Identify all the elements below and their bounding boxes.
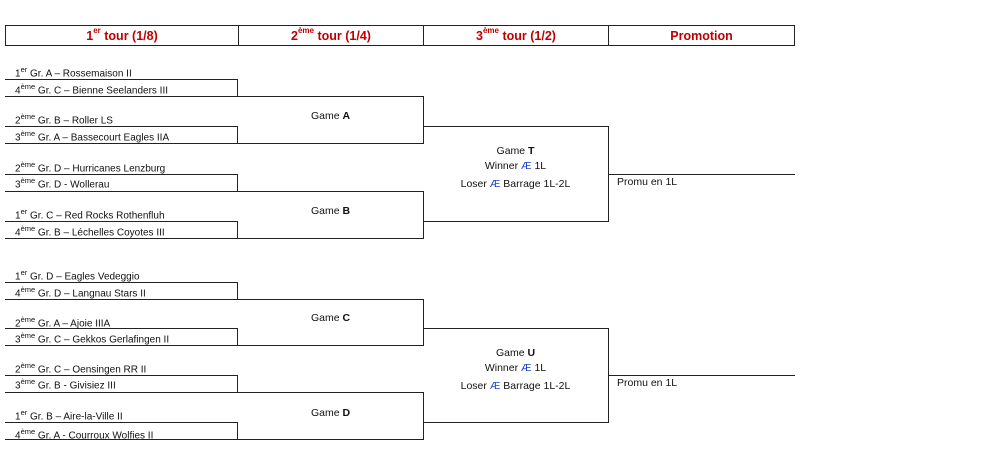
game-u-loser: Loser Æ Barrage 1L-2L bbox=[460, 380, 571, 392]
team-slot-12: 3ème Gr. C – Gekkos Gerlafingen II bbox=[15, 331, 170, 346]
bracket-line bbox=[608, 375, 795, 376]
header-text: 2ème tour (1/4) bbox=[291, 25, 371, 44]
bracket-line bbox=[238, 143, 424, 144]
team-slot-11: 2ème Gr. A – Ajoie IIIA bbox=[15, 315, 111, 330]
bracket-line bbox=[5, 282, 238, 283]
arrow-icon: Æ bbox=[489, 380, 501, 392]
game-u-winner: Winner Æ 1L bbox=[484, 362, 547, 374]
arrow-icon: Æ bbox=[489, 178, 501, 190]
promotion-label-2: Promu en 1L bbox=[617, 377, 678, 389]
team-slot-2: 4ème Gr. C – Bienne Seelanders III bbox=[15, 82, 169, 97]
bracket-line bbox=[238, 299, 424, 300]
bracket-line bbox=[5, 439, 238, 440]
bracket-line bbox=[237, 79, 238, 96]
promotion-label-1: Promu en 1L bbox=[617, 176, 678, 188]
bracket-line bbox=[237, 126, 238, 143]
team-slot-15: 1er Gr. B – Aire-la-Ville II bbox=[15, 408, 123, 423]
team-slot-3: 2ème Gr. B – Roller LS bbox=[15, 112, 113, 127]
team-slot-16: 4ème Gr. A - Courroux Wolfies II bbox=[15, 427, 154, 442]
team-slot-4: 3ème Gr. A – Bassecourt Eagles IIA bbox=[15, 129, 170, 144]
bracket-line bbox=[423, 191, 424, 238]
team-slot-10: 4ème Gr. D – Langnau Stars II bbox=[15, 285, 146, 300]
team-slot-14: 3ème Gr. B - Givisiez III bbox=[15, 377, 116, 392]
bracket-line bbox=[423, 96, 424, 143]
bracket-line bbox=[5, 375, 238, 376]
game-d-label: Game D bbox=[310, 407, 351, 419]
bracket-line bbox=[423, 392, 424, 439]
bracket-line bbox=[5, 174, 238, 175]
bracket-line bbox=[237, 375, 238, 392]
bracket-line bbox=[238, 96, 424, 97]
bracket-line bbox=[608, 126, 609, 221]
bracket-line bbox=[423, 221, 609, 222]
header-promotion: Promotion bbox=[608, 25, 795, 46]
bracket-line bbox=[5, 79, 238, 80]
header-text: 3ème tour (1/2) bbox=[476, 25, 556, 44]
team-slot-5: 2ème Gr. D – Hurricanes Lenzburg bbox=[15, 160, 166, 175]
bracket-line bbox=[237, 328, 238, 345]
bracket-line bbox=[237, 174, 238, 191]
bracket-line bbox=[5, 191, 238, 192]
bracket-line bbox=[238, 191, 424, 192]
team-slot-9: 1er Gr. D – Eagles Vedeggio bbox=[15, 268, 140, 283]
bracket-line bbox=[5, 143, 238, 144]
team-slot-1: 1er Gr. A – Rossemaison II bbox=[15, 65, 132, 80]
header-text: 1er tour (1/8) bbox=[86, 25, 158, 44]
header-round-1: 1er tour (1/8) bbox=[5, 25, 238, 46]
team-slot-13: 2ème Gr. C – Oensingen RR II bbox=[15, 361, 147, 376]
team-slot-6: 3ème Gr. D - Wollerau bbox=[15, 176, 110, 191]
bracket-line bbox=[238, 238, 424, 239]
bracket-line bbox=[5, 126, 238, 127]
bracket-line bbox=[423, 299, 424, 345]
header-round-3: 3ème tour (1/2) bbox=[423, 25, 608, 46]
bracket-line bbox=[423, 422, 609, 423]
bracket-line bbox=[238, 345, 424, 346]
game-t-label: Game T bbox=[496, 145, 535, 157]
arrow-icon: Æ bbox=[521, 160, 532, 172]
bracket-line bbox=[5, 392, 238, 393]
bracket-line bbox=[5, 96, 238, 97]
bracket-line bbox=[5, 238, 238, 239]
bracket-line bbox=[5, 345, 238, 346]
bracket-line bbox=[5, 422, 238, 423]
game-b-label: Game B bbox=[310, 205, 351, 217]
game-a-label: Game A bbox=[310, 110, 351, 122]
bracket-line bbox=[608, 174, 795, 175]
header-round-2: 2ème tour (1/4) bbox=[238, 25, 423, 46]
bracket-line bbox=[5, 328, 238, 329]
bracket-line bbox=[423, 328, 609, 329]
header-text: Promotion bbox=[670, 28, 733, 43]
arrow-icon: Æ bbox=[521, 362, 532, 374]
team-slot-7: 1er Gr. C – Red Rocks Rothenfluh bbox=[15, 207, 165, 222]
bracket-line bbox=[5, 221, 238, 222]
bracket-line bbox=[237, 422, 238, 439]
game-t-winner: Winner Æ 1L bbox=[484, 160, 547, 172]
game-u-label: Game U bbox=[495, 347, 536, 359]
bracket-line bbox=[237, 282, 238, 299]
bracket-line bbox=[238, 439, 424, 440]
bracket-line bbox=[238, 392, 424, 393]
bracket-line bbox=[5, 299, 238, 300]
bracket-line bbox=[237, 221, 238, 238]
team-slot-8: 4ème Gr. B – Léchelles Coyotes III bbox=[15, 224, 165, 239]
game-t-loser: Loser Æ Barrage 1L-2L bbox=[460, 178, 571, 190]
bracket-line bbox=[423, 126, 609, 127]
game-c-label: Game C bbox=[310, 312, 351, 324]
